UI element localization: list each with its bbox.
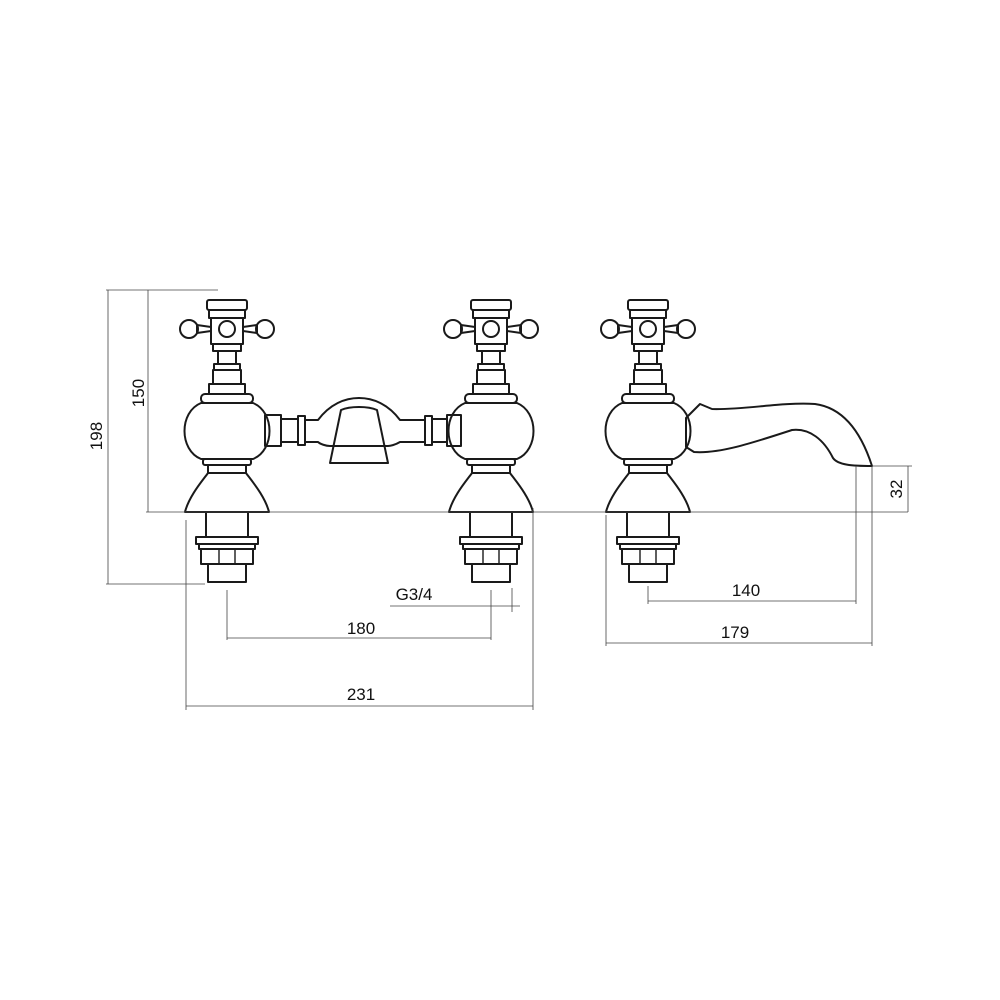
dim-label-198: 198 <box>87 422 106 450</box>
dim-label-231: 231 <box>347 685 375 704</box>
dim-label-140: 140 <box>732 581 760 600</box>
dim-label-32: 32 <box>887 480 906 499</box>
dim-label-180: 180 <box>347 619 375 638</box>
dim-label-150: 150 <box>129 379 148 407</box>
dimension-lines <box>106 289 912 710</box>
dim-label-thread: G3/4 <box>396 585 433 604</box>
side-tap <box>600 299 696 583</box>
front-view <box>179 299 539 583</box>
dim-label-179: 179 <box>721 623 749 642</box>
bridge-spout <box>264 397 462 464</box>
side-spout <box>685 402 873 467</box>
front-tap-left <box>179 299 275 583</box>
front-tap-right <box>443 299 539 583</box>
side-view <box>600 299 873 583</box>
